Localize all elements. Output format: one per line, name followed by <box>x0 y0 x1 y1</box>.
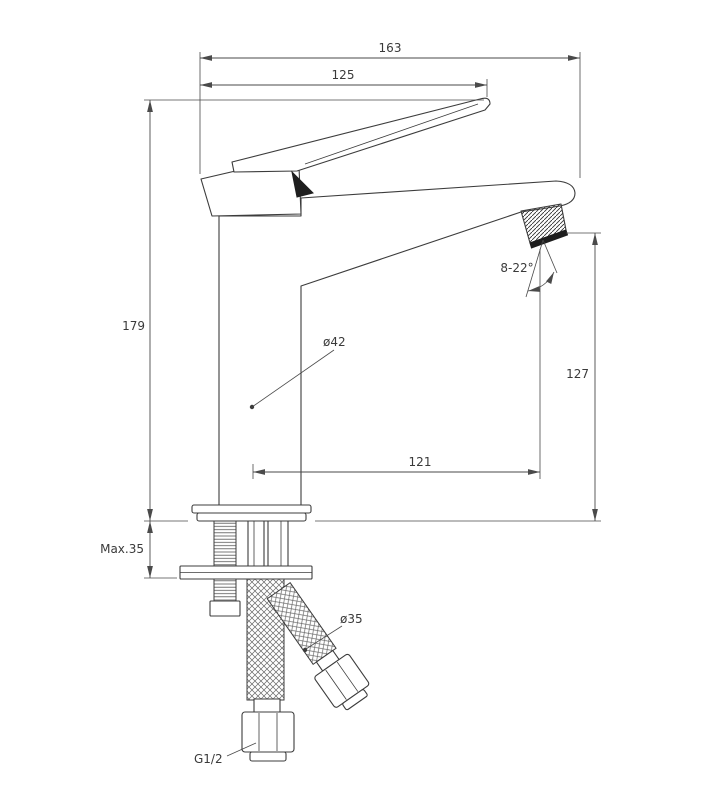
leader-body-diameter <box>251 349 335 408</box>
leader-dot-hose <box>302 647 308 653</box>
threaded-stud <box>213 520 237 567</box>
hose-diameter-label: ø35 <box>340 612 363 626</box>
dim-handle-length-label: 125 <box>332 68 355 82</box>
leader-thread <box>226 742 257 757</box>
aerator <box>520 203 569 249</box>
lever-joint-shadow <box>291 170 314 198</box>
dim-spout-reach-label: 121 <box>409 455 432 469</box>
mounting-nut <box>209 578 241 617</box>
aerator-outlet-face <box>529 229 569 249</box>
leader-lines <box>226 349 343 757</box>
mounting-plate <box>179 565 313 580</box>
dimension-lines <box>147 55 598 578</box>
leader-hose-diameter <box>305 625 343 650</box>
lever-handle-edge <box>304 103 479 165</box>
dim-spout-height-label: 127 <box>566 367 589 381</box>
dim-height-label: 179 <box>122 319 145 333</box>
dim-total-length-label: 163 <box>379 41 402 55</box>
aerator-angle-label: 8-22° <box>500 261 533 275</box>
aerator-angle-annotation <box>525 239 558 298</box>
angle-arc <box>527 271 555 292</box>
faucet-spout-and-body <box>218 180 576 506</box>
thread-label: G1/2 <box>194 752 223 766</box>
dimension-labels: 163 125 179 Max.35 127 121 ø42 8-22° ø35… <box>100 41 589 766</box>
faucet <box>179 97 576 762</box>
body-diameter-label: ø42 <box>323 335 346 349</box>
hex-nut-bottom-cap <box>249 751 287 762</box>
supply-hose-diagonal <box>266 581 370 711</box>
hose-collar <box>253 698 281 713</box>
base-flange <box>191 504 312 522</box>
lever-handle <box>231 97 491 173</box>
dim-max-thickness-label: Max.35 <box>100 542 144 556</box>
angle-ray-right <box>542 239 558 274</box>
hose-tails <box>247 520 289 567</box>
hex-nut-angled-cap <box>342 689 368 711</box>
leader-dot-body <box>249 404 255 410</box>
